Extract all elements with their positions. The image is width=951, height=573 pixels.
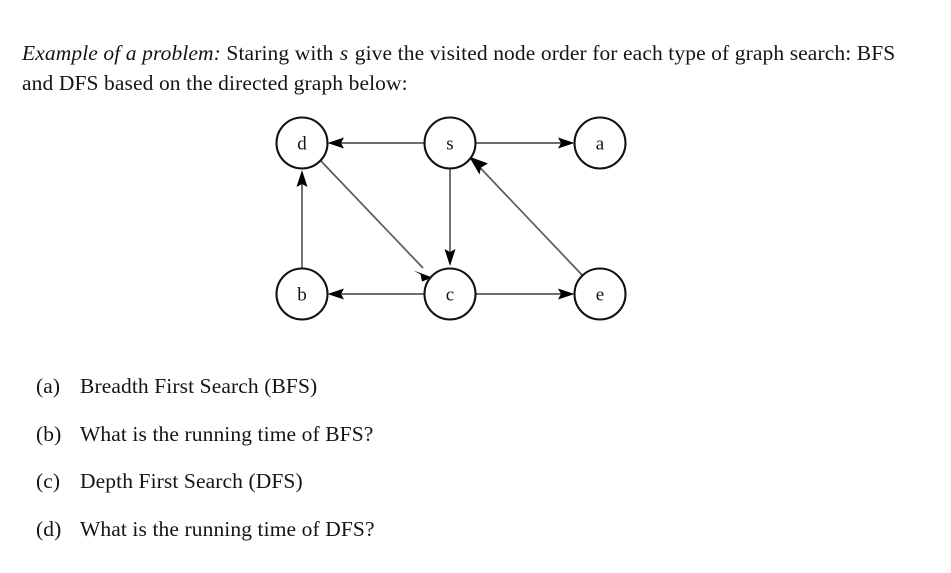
node-c-circle[interactable] [423,267,477,321]
question-text-b: What is the running time of BFS? [80,421,374,446]
edge-s-to-d-arrowhead [327,137,344,149]
prompt-text-part-2: give the visited node order for each typ… [22,40,896,96]
edge-c-to-b-arrowhead [327,288,344,300]
question-text-c: Depth First Search (DFS) [80,469,303,493]
question-text-d: What is the running time of DFS? [80,516,375,541]
graph-node-a[interactable]: a [573,116,627,170]
list-item: (d) What is the running time of DFS? [36,516,736,541]
edge-b-to-d-arrowhead [296,170,308,187]
edge-e-to-s-line [477,165,584,277]
edge-s-to-a [475,137,575,149]
edge-b-to-d [296,170,308,269]
prompt-math-variable-s: s [339,40,349,65]
edge-c-to-e [475,288,575,300]
question-text-a: Breadth First Search (BFS) [80,374,318,398]
edge-d-to-c-arrowhead [413,270,433,282]
edge-s-to-c-arrowhead [444,249,456,266]
list-item: (b) What is the running time of BFS? [36,421,736,446]
edge-d-to-c-line [319,159,424,269]
graph-node-c[interactable]: c [423,267,477,321]
node-d-circle[interactable] [275,116,329,170]
node-c-label: c [446,285,454,306]
directed-graph-figure: d s a b c e [0,96,951,348]
graph-canvas: d s a b c e [275,116,627,321]
node-b-label: b [297,285,307,306]
node-e-label: e [596,285,604,306]
prompt-paragraph: Example of a problem: Staring with s giv… [22,38,912,99]
edge-s-to-a-arrowhead [558,137,575,149]
graph-node-e[interactable]: e [573,267,627,321]
node-b-circle[interactable] [275,267,329,321]
edge-c-to-e-arrowhead [558,288,575,300]
graph-node-d[interactable]: d [275,116,329,170]
edge-s-to-c [444,168,456,266]
question-marker-b: (b) [36,421,62,446]
edge-d-to-c [319,159,433,282]
list-item: (a) Breadth First Search (BFS) [36,374,736,398]
list-item: (c) Depth First Search (DFS) [36,469,736,493]
edge-e-to-s-arrowhead [469,156,488,175]
node-s-label: s [446,134,453,155]
prompt-text-part-1: Staring with [220,40,339,65]
edge-e-to-s [469,156,584,277]
question-marker-d: (d) [36,516,62,541]
prompt-lead-in: Example of a problem: [22,40,221,65]
edge-s-to-d [327,137,425,149]
edge-c-to-b [327,288,425,300]
question-marker-c: (c) [36,469,61,493]
node-e-circle[interactable] [573,267,627,321]
node-a-circle[interactable] [573,116,627,170]
graph-node-s[interactable]: s [423,116,477,170]
node-d-label: d [297,134,307,155]
graph-node-b[interactable]: b [275,267,329,321]
node-s-circle[interactable] [423,116,477,170]
node-a-label: a [596,134,605,155]
question-marker-a: (a) [36,374,61,398]
question-list: (a) Breadth First Search (BFS) (b) What … [36,374,736,566]
